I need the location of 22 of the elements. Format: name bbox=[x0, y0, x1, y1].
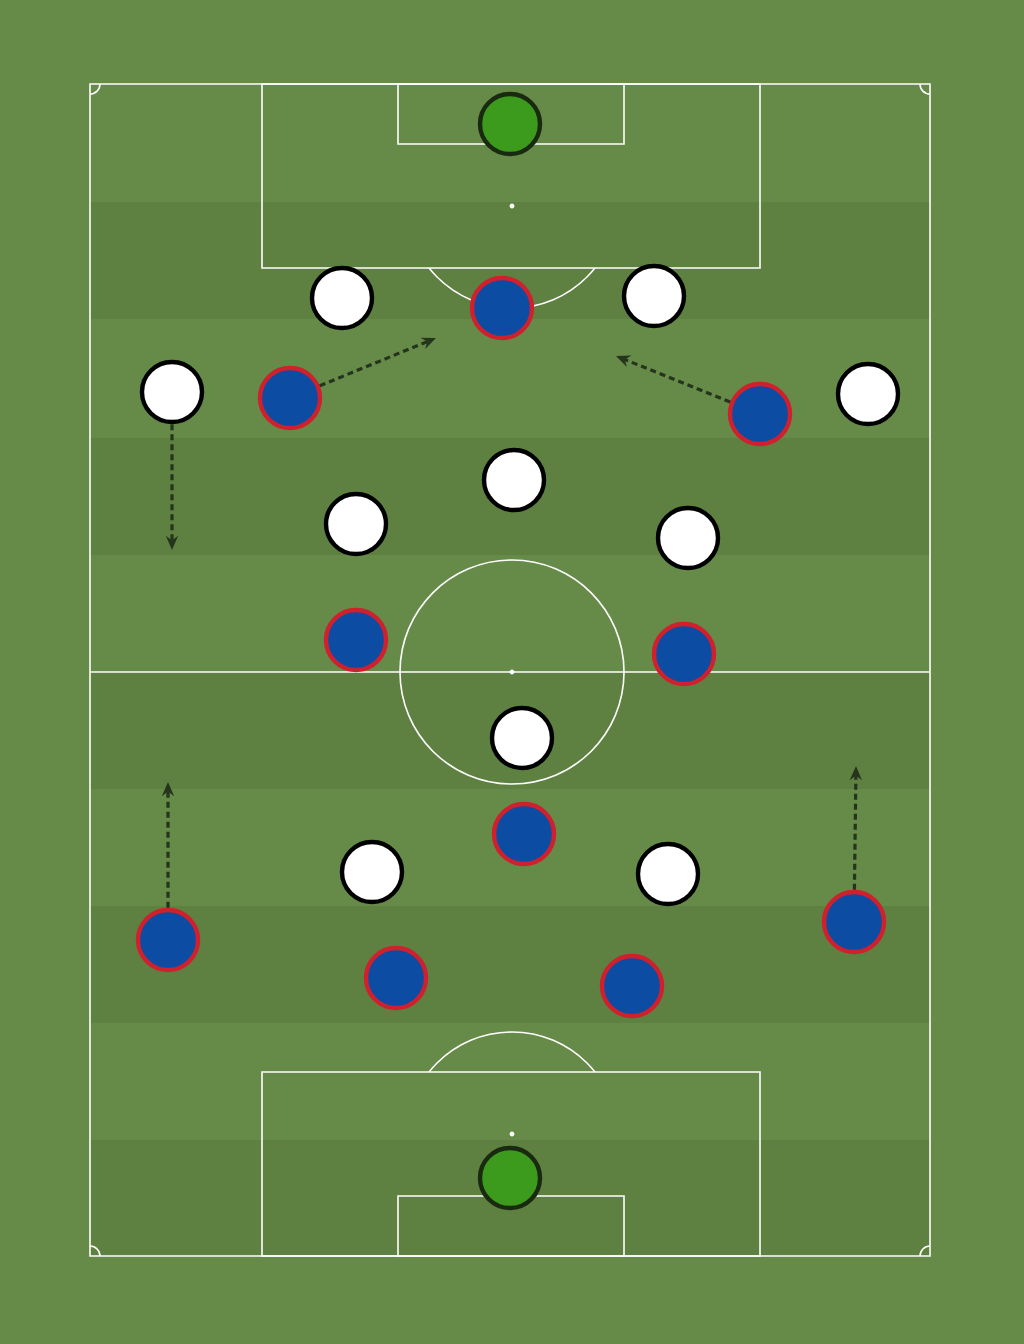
player-marker bbox=[489, 705, 555, 771]
player-marker bbox=[651, 621, 717, 687]
player-marker bbox=[477, 1145, 543, 1211]
player-marker bbox=[323, 607, 389, 673]
player-marker bbox=[135, 907, 201, 973]
player-marker bbox=[835, 361, 901, 427]
player-marker bbox=[727, 381, 793, 447]
player-marker bbox=[309, 265, 375, 331]
player-marker bbox=[621, 263, 687, 329]
player-marker bbox=[323, 491, 389, 557]
player-marker bbox=[469, 275, 535, 341]
player-marker bbox=[599, 953, 665, 1019]
player-marker bbox=[635, 841, 701, 907]
player-marker bbox=[363, 945, 429, 1011]
player-marker bbox=[477, 91, 543, 157]
player-marker bbox=[821, 889, 887, 955]
player-marker bbox=[491, 801, 557, 867]
player-marker bbox=[139, 359, 205, 425]
player-marker bbox=[339, 839, 405, 905]
player-marker bbox=[655, 505, 721, 571]
player-marker bbox=[481, 447, 547, 513]
player-marker bbox=[257, 365, 323, 431]
